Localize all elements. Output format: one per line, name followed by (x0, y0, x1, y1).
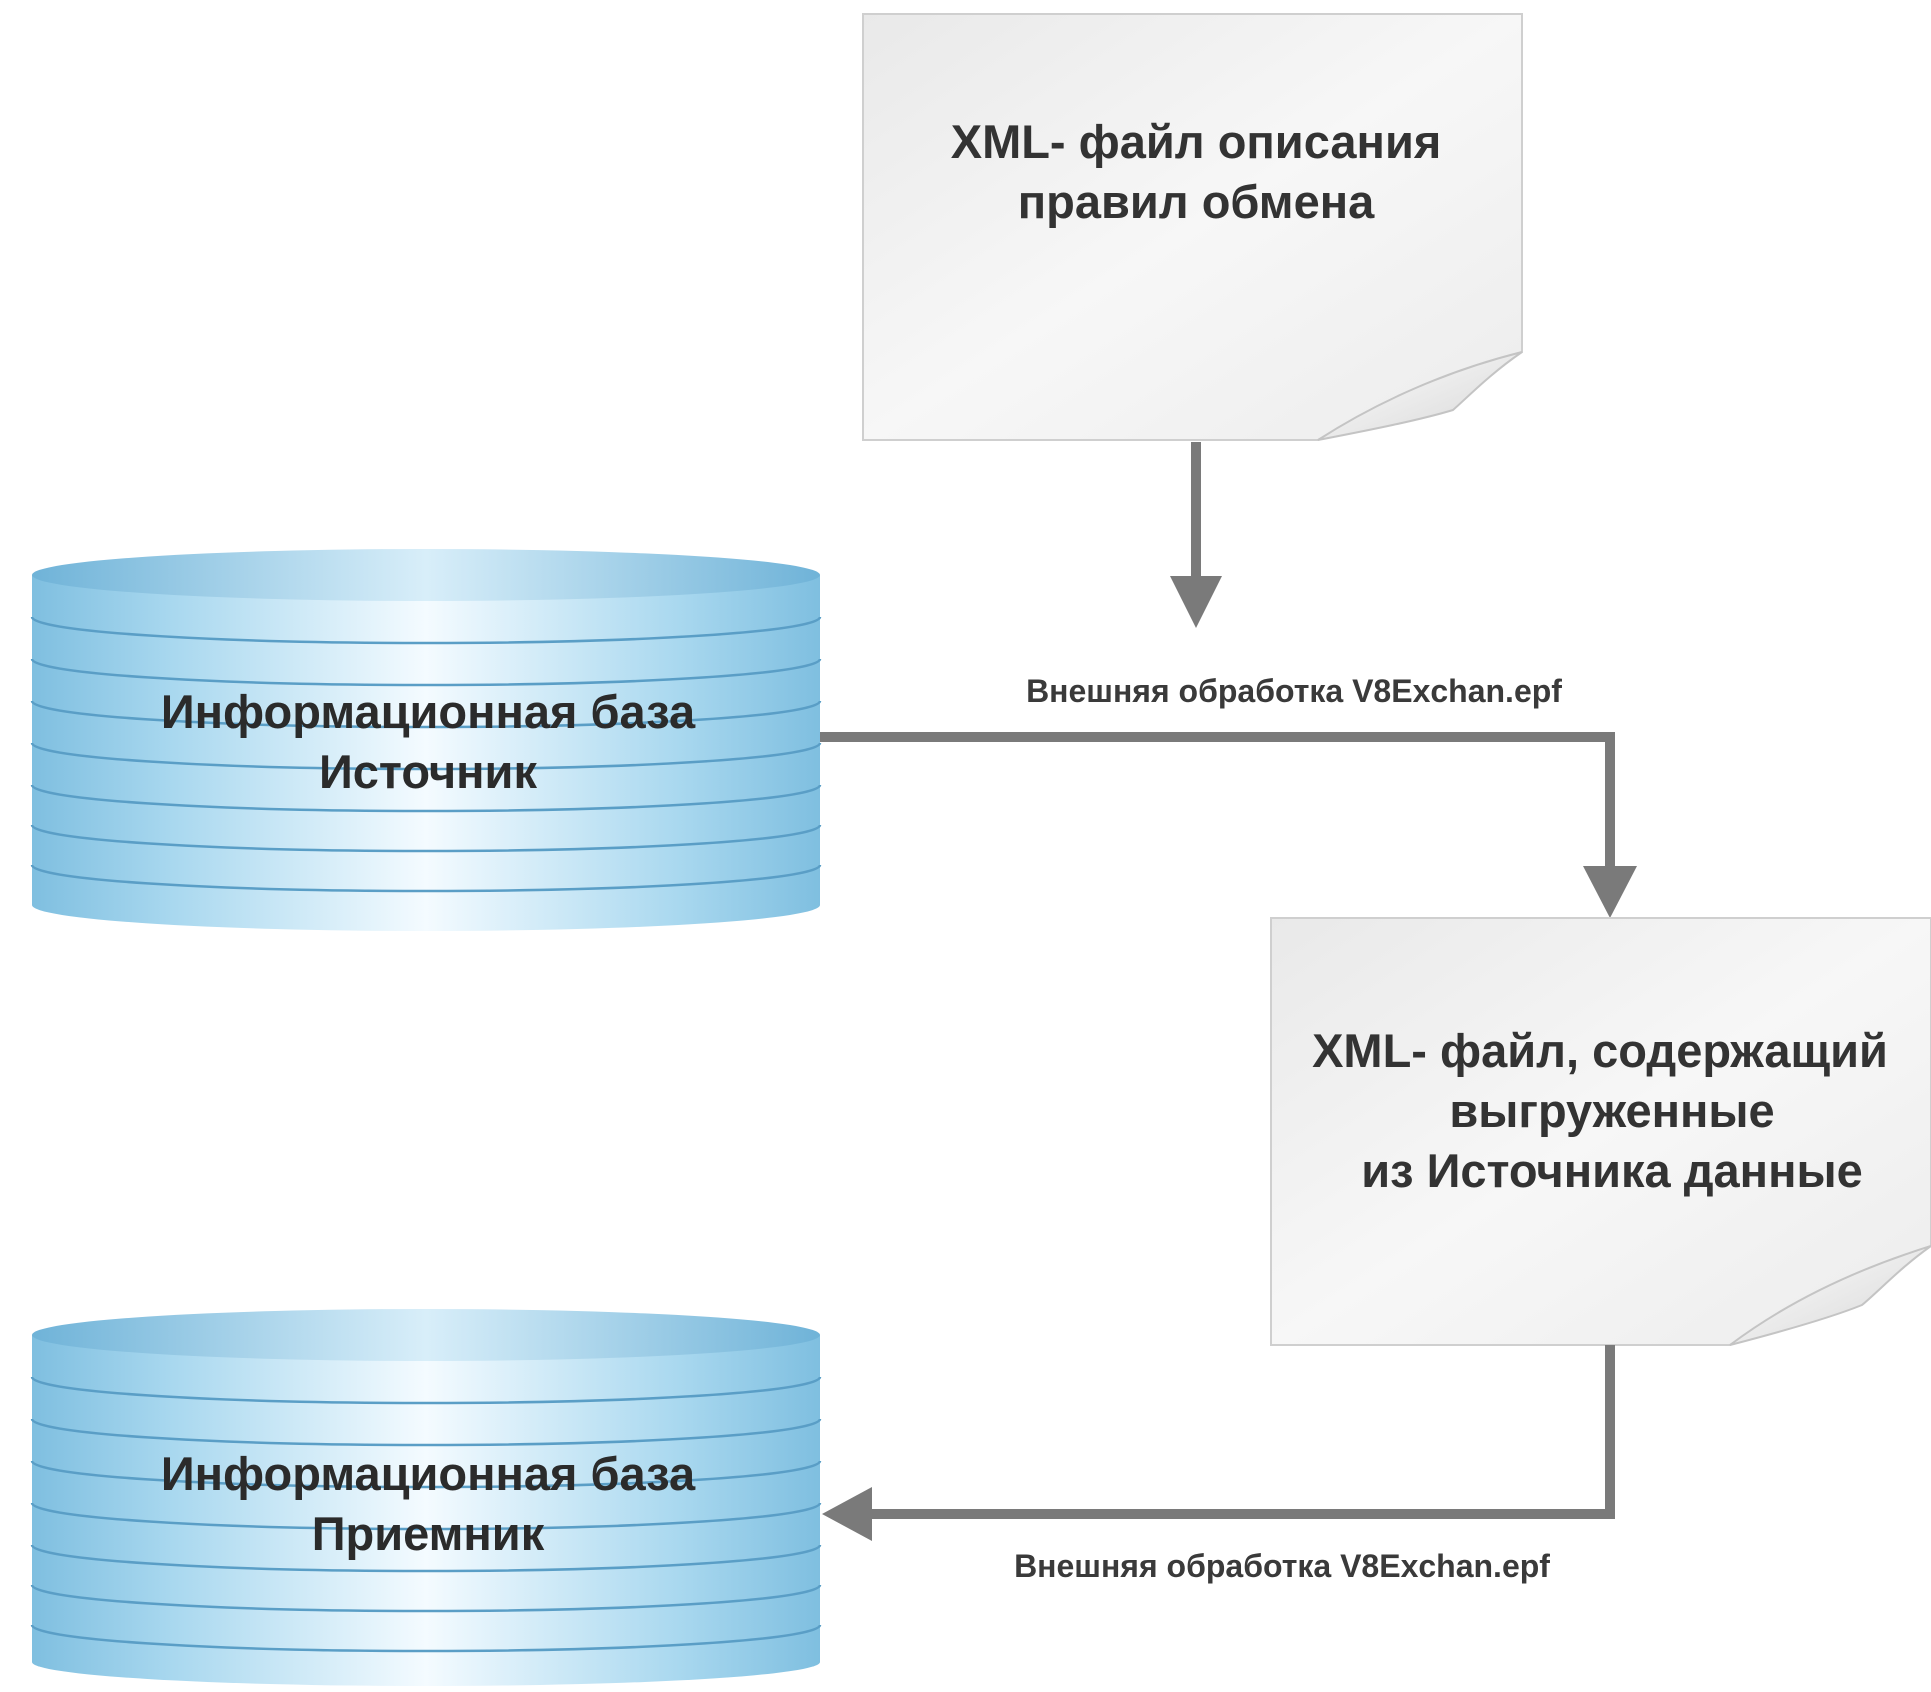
rules-arrow-head (1170, 576, 1222, 628)
import-arrow-head (822, 1487, 872, 1541)
export-arrow-path (820, 732, 1615, 868)
data-document-title-line2: выгруженные (1449, 1084, 1774, 1137)
rules-document-curl (1317, 351, 1523, 441)
target-database-top (32, 1309, 820, 1361)
source-database-stripes (30, 616, 822, 893)
source-database-label-line2: Источник (319, 745, 537, 798)
target-database-body (32, 1335, 820, 1686)
data-document-title-line3: из Источника данные (1361, 1144, 1863, 1197)
target-database-label-line1: Информационная база (161, 1447, 696, 1500)
source-database-label-line1: Информационная база (161, 685, 696, 738)
export-arrow-head (1583, 866, 1637, 918)
rules-document-title-line1: XML- файл описания (951, 115, 1442, 168)
data-document-title-line1: XML- файл, содержащий (1312, 1024, 1888, 1077)
export-processing-label: Внешняя обработка V8Exchan.epf (1026, 673, 1562, 709)
target-database: Информационная база Приемник (30, 1309, 822, 1686)
import-arrow-path (868, 1345, 1615, 1519)
source-database-body (32, 575, 820, 931)
data-document-curl (1729, 1245, 1931, 1346)
import-arrow (822, 1345, 1615, 1541)
target-database-label-line2: Приемник (312, 1507, 545, 1560)
data-xml-document: XML- файл, содержащий выгруженные из Ист… (1270, 917, 1931, 1346)
export-arrow (820, 732, 1637, 918)
rules-document-title-line2: правил обмена (1018, 175, 1375, 228)
rules-to-processing-arrow (1170, 442, 1222, 628)
target-database-stripes (30, 1376, 822, 1653)
source-database-top (32, 549, 820, 601)
rules-xml-document: XML- файл описания правил обмена (862, 13, 1523, 441)
source-database: Информационная база Источник (30, 549, 822, 931)
import-processing-label: Внешняя обработка V8Exchan.epf (1014, 1548, 1550, 1584)
